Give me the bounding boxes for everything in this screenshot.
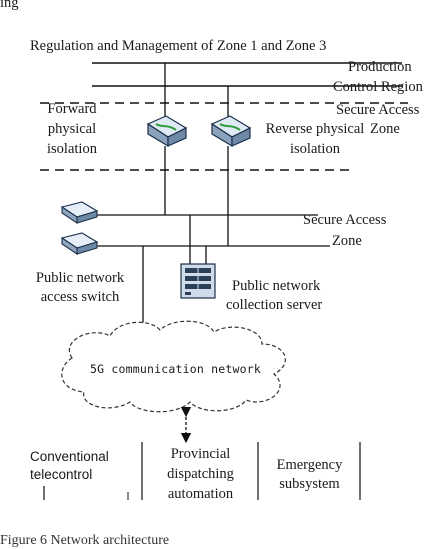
forward-isolation-label-2: physical bbox=[47, 121, 97, 137]
reverse-isolation-device-icon bbox=[210, 115, 252, 148]
provincial-label-2: dispatching bbox=[167, 466, 234, 482]
secure-access-upper-zone-label: Zone bbox=[370, 121, 400, 137]
forward-isolation-label-1: Forward bbox=[47, 101, 97, 117]
server-label-2: collection server bbox=[226, 297, 323, 313]
provincial-label-3: automation bbox=[167, 486, 234, 502]
top-fragment-text: ing bbox=[0, 0, 19, 11]
secure-access-lower-label: Secure Access bbox=[303, 212, 387, 228]
switch-lower-icon bbox=[60, 232, 99, 256]
collection-server-icon bbox=[180, 263, 216, 299]
forward-isolation-label-3: isolation bbox=[47, 141, 97, 157]
emergency-label-2: subsystem bbox=[279, 476, 340, 492]
figure-caption: Figure 6 Network architecture bbox=[0, 533, 170, 548]
secure-access-lower-zone-label: Zone bbox=[332, 233, 362, 249]
provincial-label-1: Provincial bbox=[170, 446, 231, 462]
header-title: Regulation and Management of Zone 1 and … bbox=[30, 38, 327, 54]
secure-access-upper-label: Secure Access bbox=[336, 102, 420, 118]
emergency-label-1: Emergency bbox=[276, 457, 343, 473]
forward-isolation-device-icon bbox=[146, 115, 188, 148]
5g-network-cloud bbox=[61, 320, 286, 413]
cloud-label: 5G communication network bbox=[90, 362, 261, 376]
production-label: Production bbox=[348, 59, 412, 75]
switch-label-1: Public network bbox=[35, 270, 125, 286]
reverse-isolation-label-2: isolation bbox=[290, 141, 340, 157]
reverse-isolation-label-1: Reverse physical bbox=[265, 121, 365, 137]
server-label-1: Public network bbox=[232, 278, 321, 294]
switch-upper-icon bbox=[60, 201, 99, 225]
control-region-label: Control Region bbox=[333, 79, 423, 95]
conventional-label-1: Conventional bbox=[30, 449, 109, 464]
switch-label-2: access switch bbox=[40, 289, 120, 305]
conventional-label-2: telecontrol bbox=[30, 467, 93, 482]
